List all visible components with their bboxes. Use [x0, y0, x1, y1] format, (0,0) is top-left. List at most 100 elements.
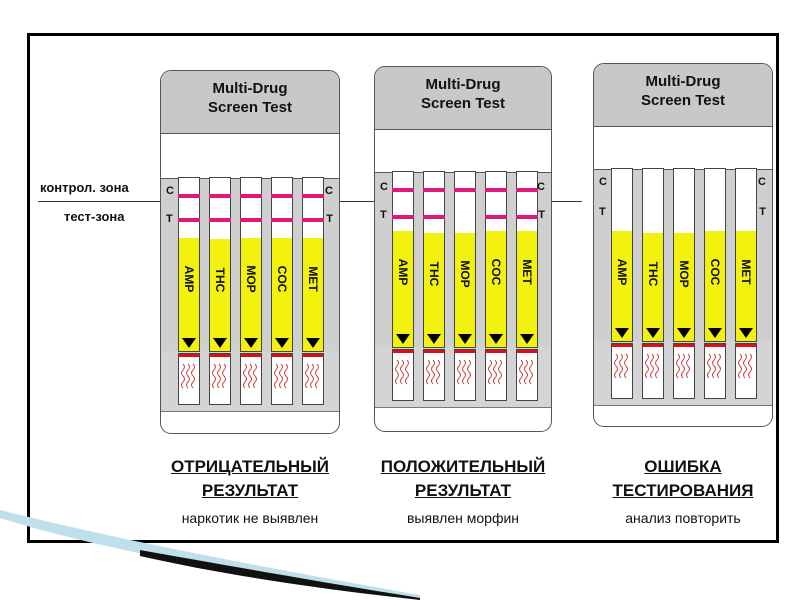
control-marker: C [380, 181, 388, 193]
arrow-down-icon [520, 334, 534, 344]
card-header: Multi-Drug Screen Test [594, 64, 772, 127]
arrow-down-icon [182, 338, 196, 348]
test-strip: COC [271, 177, 293, 352]
wave-icon [457, 359, 471, 385]
wave-icon [305, 363, 319, 389]
result-title-line: ОШИБКА [644, 457, 722, 476]
card-subtitle: Screen Test [641, 92, 725, 109]
drug-label: AMP [615, 258, 629, 286]
sample-pad [485, 349, 507, 401]
sample-pad [673, 343, 695, 399]
max-line [705, 344, 725, 347]
max-line [241, 354, 261, 357]
max-line [272, 354, 292, 357]
max-line [736, 344, 756, 347]
control-marker: C [537, 181, 545, 193]
test-line [423, 215, 445, 219]
reagent-zone [705, 231, 725, 341]
test-line [178, 218, 200, 222]
test-card: Multi-Drug Screen Test AMP [374, 66, 552, 432]
sample-pad [392, 349, 414, 401]
result-title: ОТРИЦАТЕЛЬНЫЙ РЕЗУЛЬТАТ [130, 455, 370, 503]
wave-icon [243, 363, 257, 389]
card-header: Multi-Drug Screen Test [161, 71, 339, 134]
test-marker: T [380, 209, 387, 221]
wave-icon [395, 359, 409, 385]
arrow-down-icon [244, 338, 258, 348]
arrow-down-icon [677, 328, 691, 338]
result-title-line: ПОЛОЖИТЕЛЬНЫЙ [380, 457, 546, 476]
sample-pad [423, 349, 445, 401]
reagent-zone [393, 231, 413, 347]
arrow-down-icon [396, 334, 410, 344]
control-line [454, 188, 476, 192]
sample-pad [611, 343, 633, 399]
drug-label: MET [520, 259, 534, 285]
control-line [271, 194, 293, 198]
test-marker: T [326, 213, 333, 225]
result-title-line: РЕЗУЛЬТАТ [414, 481, 512, 500]
reagent-zone [455, 233, 475, 347]
drug-label: THC [427, 261, 441, 287]
wave-icon [707, 353, 721, 379]
card-title: Multi-Drug [212, 80, 288, 97]
test-zone-label: тест-зона [64, 209, 125, 224]
test-line [240, 218, 262, 222]
test-marker: T [538, 209, 545, 221]
control-marker: C [599, 176, 607, 188]
control-line [423, 188, 445, 192]
arrow-down-icon [427, 334, 441, 344]
sample-pad [271, 353, 293, 405]
test-strip: THC [642, 168, 664, 342]
card-title: Multi-Drug [645, 73, 721, 90]
control-line [302, 194, 324, 198]
control-line [485, 188, 507, 192]
result-title-line: ТЕСТИРОВАНИЯ [612, 481, 754, 500]
drug-label: MET [306, 266, 320, 292]
test-card: Multi-Drug Screen Test AMP [160, 70, 340, 434]
reagent-zone [643, 233, 663, 341]
test-line [302, 218, 324, 222]
result-title: ПОЛОЖИТЕЛЬНЫЙ РЕЗУЛЬТАТ [344, 455, 582, 503]
max-line [612, 344, 632, 347]
test-marker: T [759, 206, 766, 218]
control-line [240, 194, 262, 198]
arrow-down-icon [489, 334, 503, 344]
control-zone-label: контрол. зона [40, 180, 129, 195]
test-line [209, 218, 231, 222]
test-marker: T [599, 206, 606, 218]
result-note: выявлен морфин [406, 510, 520, 526]
test-card: Multi-Drug Screen Test AMP [593, 63, 773, 427]
test-strip: AMP [392, 171, 414, 348]
max-line [424, 350, 444, 353]
drug-label: MOP [244, 265, 258, 293]
arrow-down-icon [275, 338, 289, 348]
wave-icon [645, 353, 659, 379]
result-title-line: РЕЗУЛЬТАТ [201, 481, 299, 500]
control-line [209, 194, 231, 198]
reagent-zone [241, 238, 261, 351]
max-line [393, 350, 413, 353]
drug-label: THC [646, 261, 660, 287]
drug-label: AMP [396, 258, 410, 286]
control-marker: C [166, 185, 174, 197]
wave-icon [676, 353, 690, 379]
control-line [178, 194, 200, 198]
test-strip: THC [423, 171, 445, 348]
sample-pad [454, 349, 476, 401]
max-line [179, 354, 199, 357]
max-line [517, 350, 537, 353]
max-line [303, 354, 323, 357]
test-strip: MET [735, 168, 757, 342]
test-marker: T [166, 213, 173, 225]
reagent-zone [424, 233, 444, 347]
control-marker: C [758, 176, 766, 188]
arrow-down-icon [646, 328, 660, 338]
card-subtitle: Screen Test [208, 99, 292, 116]
reagent-zone [179, 238, 199, 351]
test-strip: COC [485, 171, 507, 348]
drug-label: MOP [677, 260, 691, 288]
max-line [486, 350, 506, 353]
reagent-zone [210, 239, 230, 351]
control-marker: C [325, 185, 333, 197]
